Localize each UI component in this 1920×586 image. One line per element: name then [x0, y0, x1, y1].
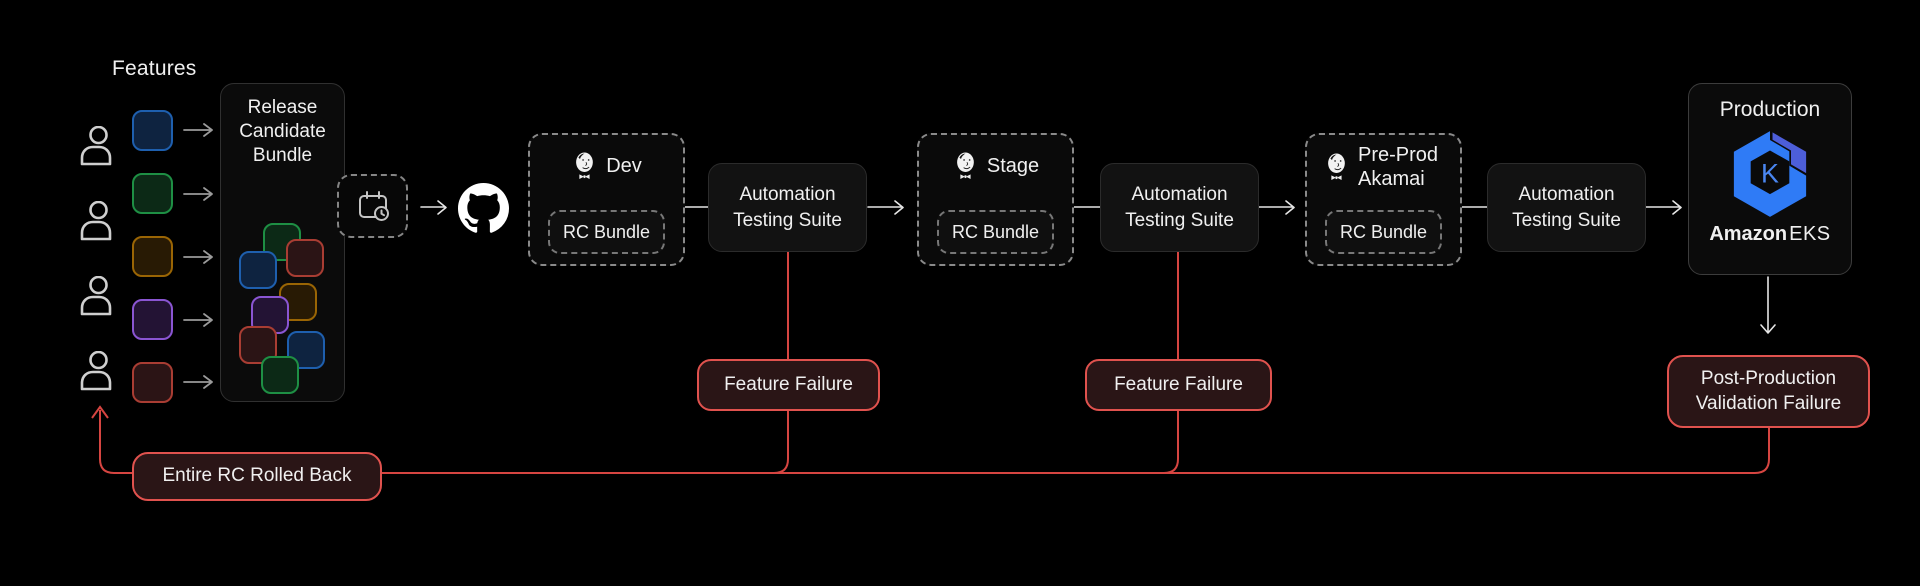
feature-chip-green — [132, 173, 173, 214]
jenkins-icon — [956, 152, 974, 179]
eks-k-letter: K — [1761, 158, 1779, 188]
amazon-eks-logo: K — [1733, 131, 1807, 217]
rc-bundle-label: RC Bundle — [1339, 221, 1428, 242]
amazon-eks-wordmark: Amazon EKS — [1709, 223, 1830, 246]
feature-chip-orange — [132, 236, 173, 277]
entire-rc-rolled-back-label: Entire RC Rolled Back — [162, 465, 352, 487]
automation-testing-suite-box: Automation Testing Suite — [1487, 163, 1646, 252]
person-icon — [80, 201, 112, 241]
amazon-brand: Amazon — [1709, 223, 1788, 245]
release-candidate-bundle-box: Release Candidate Bundle — [220, 83, 345, 402]
automation-testing-suite-label: Automation Testing Suite — [1512, 184, 1621, 231]
eks-product: EKS — [1789, 223, 1831, 245]
automation-testing-suite-box: Automation Testing Suite — [1100, 163, 1259, 252]
feature-chip-blue — [132, 110, 173, 151]
feature-failure-label: Feature Failure — [1114, 373, 1243, 395]
feature-failure-label: Feature Failure — [724, 373, 853, 395]
bundle-chip-blue — [239, 251, 277, 289]
rc-bundle-chip: RC Bundle — [937, 210, 1054, 254]
jenkins-icon — [576, 152, 594, 179]
production-title: Production — [1719, 98, 1821, 121]
arrow-right-icon — [1258, 200, 1295, 215]
post-production-validation-failure-label: Post-Production Validation Failure — [1695, 367, 1842, 414]
arrow-right-icon — [183, 313, 213, 327]
person-icon — [80, 126, 112, 166]
arrow-right-icon — [183, 187, 213, 201]
arrow-up-icon — [91, 405, 109, 419]
release-schedule-box — [337, 174, 408, 238]
person-icon — [80, 276, 112, 316]
rc-bundle-chip: RC Bundle — [548, 210, 665, 254]
automation-testing-suite-box: Automation Testing Suite — [708, 163, 867, 252]
release-candidate-bundle-title: Release Candidate Bundle — [239, 97, 326, 166]
rc-bundle-chip: RC Bundle — [1325, 210, 1442, 254]
github-icon — [458, 183, 509, 233]
env-label: Stage — [986, 154, 1040, 177]
env-box-preprod: Pre-Prod Akamai RC Bundle — [1305, 133, 1462, 266]
env-label: Dev — [606, 154, 642, 177]
features-label: Features — [112, 57, 197, 80]
env-label: Pre-Prod Akamai — [1358, 144, 1439, 190]
bundle-chip-red — [286, 239, 324, 277]
arrow-right-icon — [420, 200, 447, 215]
production-box: Production K Amazon EKS — [1688, 83, 1852, 275]
feature-failure-box: Feature Failure — [697, 359, 880, 411]
rc-bundle-label: RC Bundle — [562, 221, 651, 242]
env-box-stage: Stage RC Bundle — [917, 133, 1074, 266]
rc-bundle-label: RC Bundle — [951, 221, 1040, 242]
person-icon — [80, 351, 112, 391]
feature-chip-red — [132, 362, 173, 403]
post-production-validation-failure-box: Post-Production Validation Failure — [1667, 355, 1870, 428]
env-box-dev: Dev RC Bundle — [528, 133, 685, 266]
feature-failure-box: Feature Failure — [1085, 359, 1272, 411]
arrow-down-icon — [1760, 276, 1776, 334]
arrow-right-icon — [183, 250, 213, 264]
automation-testing-suite-label: Automation Testing Suite — [733, 184, 842, 231]
arrow-right-icon — [867, 200, 904, 215]
feature-chip-purple — [132, 299, 173, 340]
automation-testing-suite-label: Automation Testing Suite — [1125, 184, 1234, 231]
calendar-clock-icon — [358, 191, 389, 221]
bundle-chip-green — [261, 356, 299, 394]
jenkins-icon — [1328, 153, 1345, 180]
arrow-right-icon — [1645, 200, 1682, 215]
arrow-right-icon — [183, 123, 213, 137]
entire-rc-rolled-back-box: Entire RC Rolled Back — [132, 452, 382, 501]
arrow-right-icon — [183, 375, 213, 389]
